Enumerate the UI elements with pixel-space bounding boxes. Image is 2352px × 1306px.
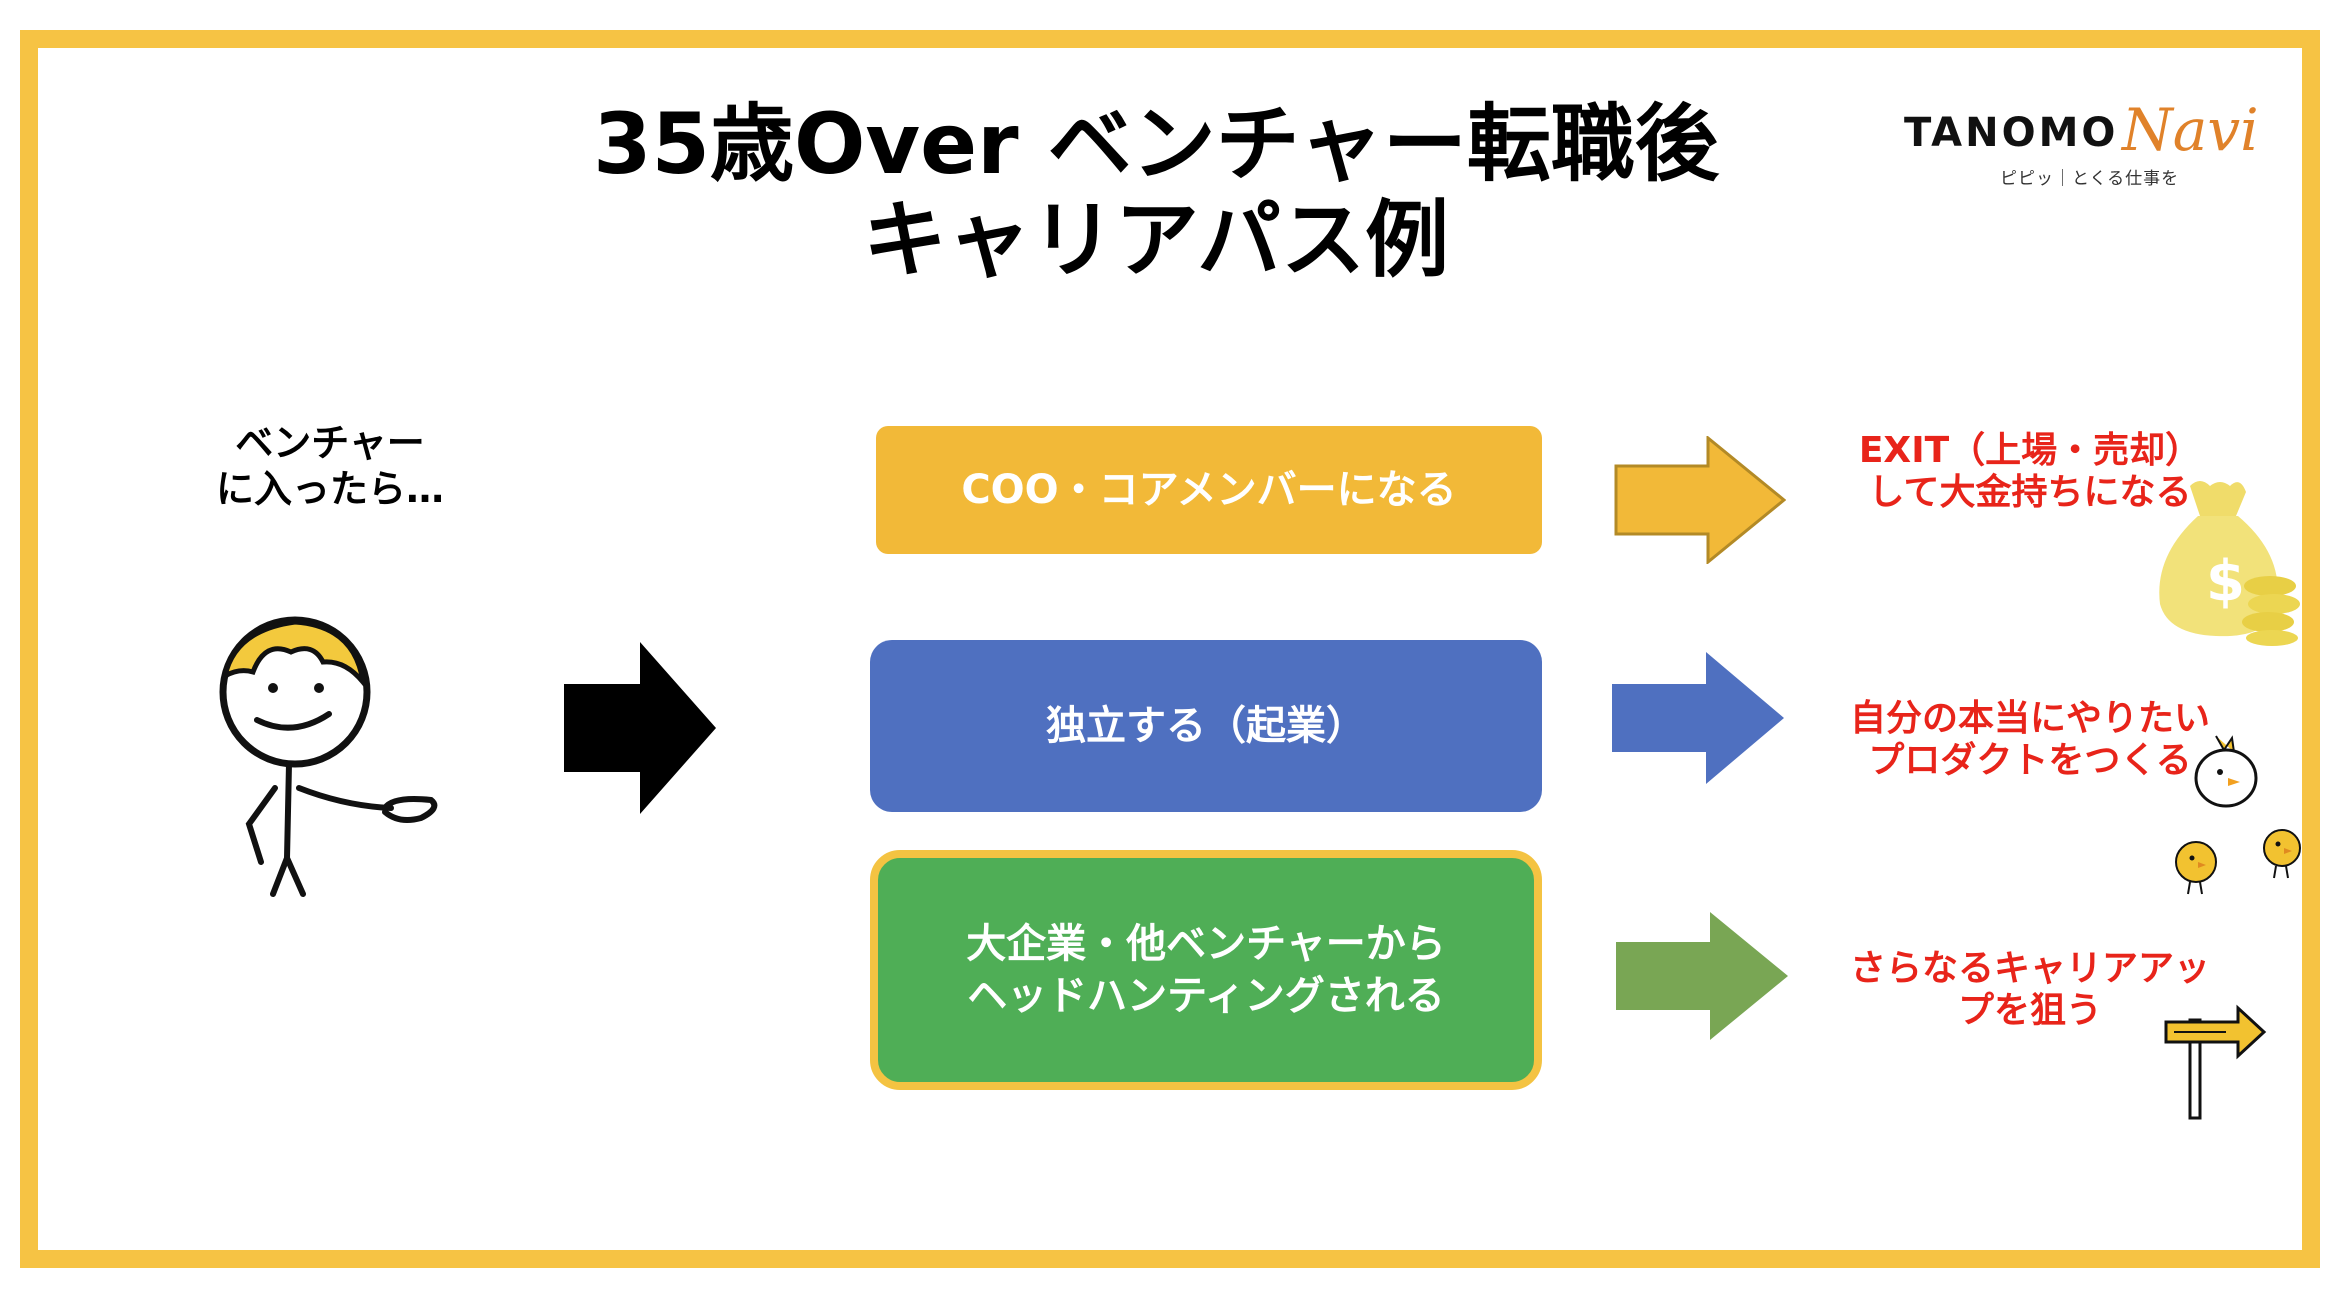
arrow-right-icon <box>1614 436 1786 564</box>
outcome-product: 自分の本当にやりたい プロダクトをつくる <box>1820 698 2240 782</box>
svg-text:$: $ <box>2206 549 2245 614</box>
arrow-right-icon <box>1616 912 1788 1040</box>
page-title: 35歳Over ベンチャー転職後 キャリアパス例 <box>0 96 2352 288</box>
title-line-2: キャリアパス例 <box>862 191 1450 289</box>
brand-logo: TANOMO Navi ピピッ｜とくる仕事を <box>1904 96 2264 194</box>
intro-line-1: ベンチャー <box>235 421 425 465</box>
main-arrow-icon <box>564 642 716 814</box>
outcome-career-up-line-1: さらなるキャリアアッ <box>1849 948 2210 989</box>
intro-line-2: に入ったら… <box>215 467 444 511</box>
chicks-icon <box>2175 735 2301 895</box>
logo-tagline: ピピッ｜とくる仕事を <box>2000 169 2180 189</box>
career-box-headhunting: 大企業・他ベンチャーから ヘッドハンティングされる <box>870 850 1542 1090</box>
arrow-right-icon <box>1612 652 1784 784</box>
outcome-career-up: さらなるキャリアアッ プを狙う <box>1820 948 2240 1032</box>
outcome-exit-line-1: EXIT（上場・売却） <box>1858 430 2202 471</box>
outcome-product-line-2: プロダクトをつくる <box>1868 740 2192 781</box>
outcome-exit-line-2: して大金持ちになる <box>1868 472 2192 513</box>
career-box-headhunting-line-2: ヘッドハンティングされる <box>967 973 1445 1019</box>
outcome-product-line-1: 自分の本当にやりたい <box>1849 698 2210 739</box>
stick-figure-presenting-icon <box>219 616 438 897</box>
outcome-exit: EXIT（上場・売却） して大金持ちになる <box>1820 430 2240 514</box>
career-box-independence: 独立する（起業） <box>870 640 1542 812</box>
title-line-1: 35歳Over ベンチャー転職後 <box>593 95 1719 193</box>
logo-script: Navi <box>2122 96 2259 164</box>
money-bag-icon: $ <box>2159 481 2300 646</box>
logo-wordmark: TANOMO <box>1904 110 2119 156</box>
career-box-headhunting-line-1: 大企業・他ベンチャーから <box>966 921 1446 967</box>
direction-sign-icon <box>2164 1004 2267 1120</box>
outcome-career-up-line-2: プを狙う <box>1957 990 2102 1031</box>
intro-text: ベンチャー に入ったら… <box>180 420 480 512</box>
career-box-coo-label: COO・コアメンバーになる <box>961 467 1457 513</box>
career-box-coo: COO・コアメンバーになる <box>876 426 1542 554</box>
career-box-independence-label: 独立する（起業） <box>1046 703 1366 749</box>
